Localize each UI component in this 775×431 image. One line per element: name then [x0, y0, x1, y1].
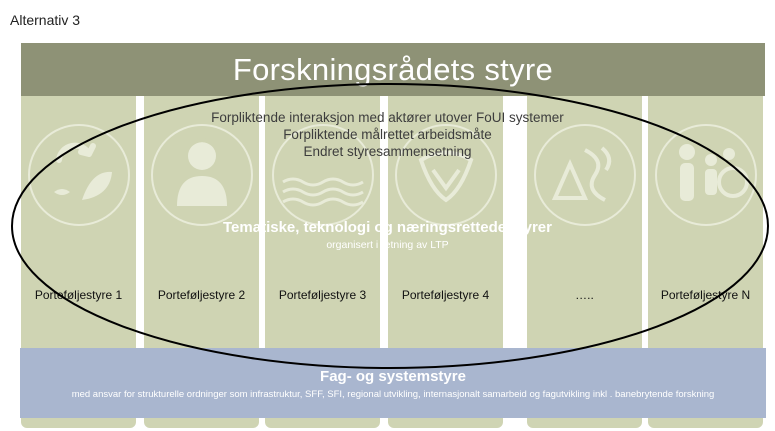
thematic-boards-title: Tematiske, teknologi og næringsrettede s…	[223, 219, 552, 236]
portfolio-label-4: Porteføljestyre 4	[401, 288, 490, 302]
slide-label: Alternativ 3	[10, 12, 81, 28]
portfolio-label-1: Porteføljestyre 1	[34, 288, 123, 302]
fag-system-subtitle: med ansvar for strukturelle ordninger so…	[71, 389, 715, 400]
obligation-text-2: Forpliktende målrettet arbeidsmåte	[283, 127, 492, 142]
research-council-board-banner: Forskningsrådets styre	[21, 43, 765, 96]
portfolio-label-6: Porteføljestyre N	[660, 288, 751, 302]
obligation-text-1: Forpliktende interaksjon med aktører uto…	[211, 110, 564, 125]
thematic-boards-subtitle: organisert i retning av LTP	[326, 239, 449, 251]
portfolio-label-3: Porteføljestyre 3	[278, 288, 367, 302]
portfolio-label-5: …..	[575, 288, 594, 302]
portfolio-label-2: Porteføljestyre 2	[157, 288, 246, 302]
fag-system-title: Fag- og systemstyre	[320, 368, 466, 385]
fag-system-board-band: Fag- og systemstyre med ansvar for struk…	[20, 348, 766, 418]
obligation-text-3: Endret styresammensetning	[303, 144, 472, 159]
board-title: Forskningsrådets styre	[232, 51, 554, 87]
